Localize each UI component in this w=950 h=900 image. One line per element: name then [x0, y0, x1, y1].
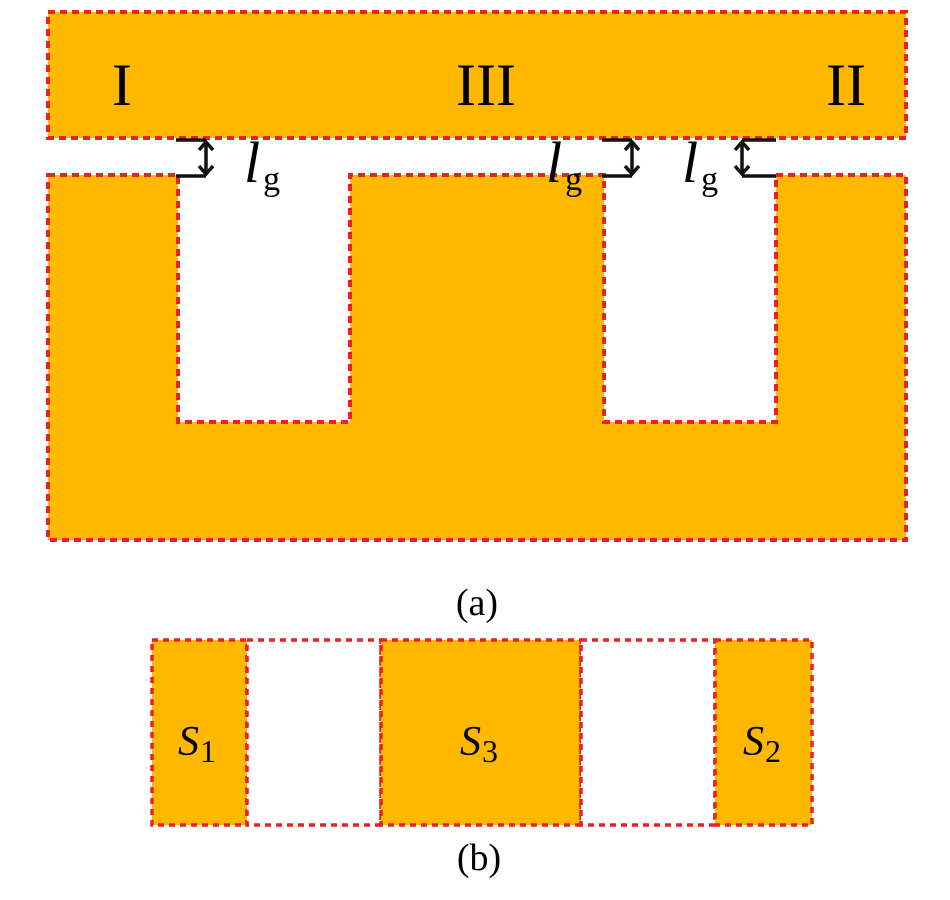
e-core: [46, 173, 908, 542]
section-label-s3: S3: [460, 719, 498, 769]
section-label-s1: S1: [178, 719, 216, 769]
region-label-middle: III: [456, 52, 516, 118]
section-strip: [150, 638, 814, 827]
section-s1: [150, 638, 249, 827]
section-label-s2: S2: [743, 719, 781, 769]
gap-label-right: lg: [682, 130, 718, 198]
gap-label-middle: lg: [546, 130, 582, 198]
gap-label-left: lg: [244, 130, 280, 198]
gap-marker-right: [733, 138, 776, 178]
section-gap-2: [579, 638, 717, 827]
caption-b: (b): [457, 837, 501, 879]
top-bar: [46, 10, 908, 140]
gap-marker-middle: [602, 138, 641, 178]
region-label-right: II: [826, 52, 866, 118]
gap-marker-left: [176, 138, 215, 178]
section-s2: [713, 638, 814, 827]
region-label-left: I: [112, 52, 132, 118]
section-gap-1: [245, 638, 383, 827]
section-s3: [379, 638, 583, 827]
caption-a: (a): [456, 582, 498, 624]
